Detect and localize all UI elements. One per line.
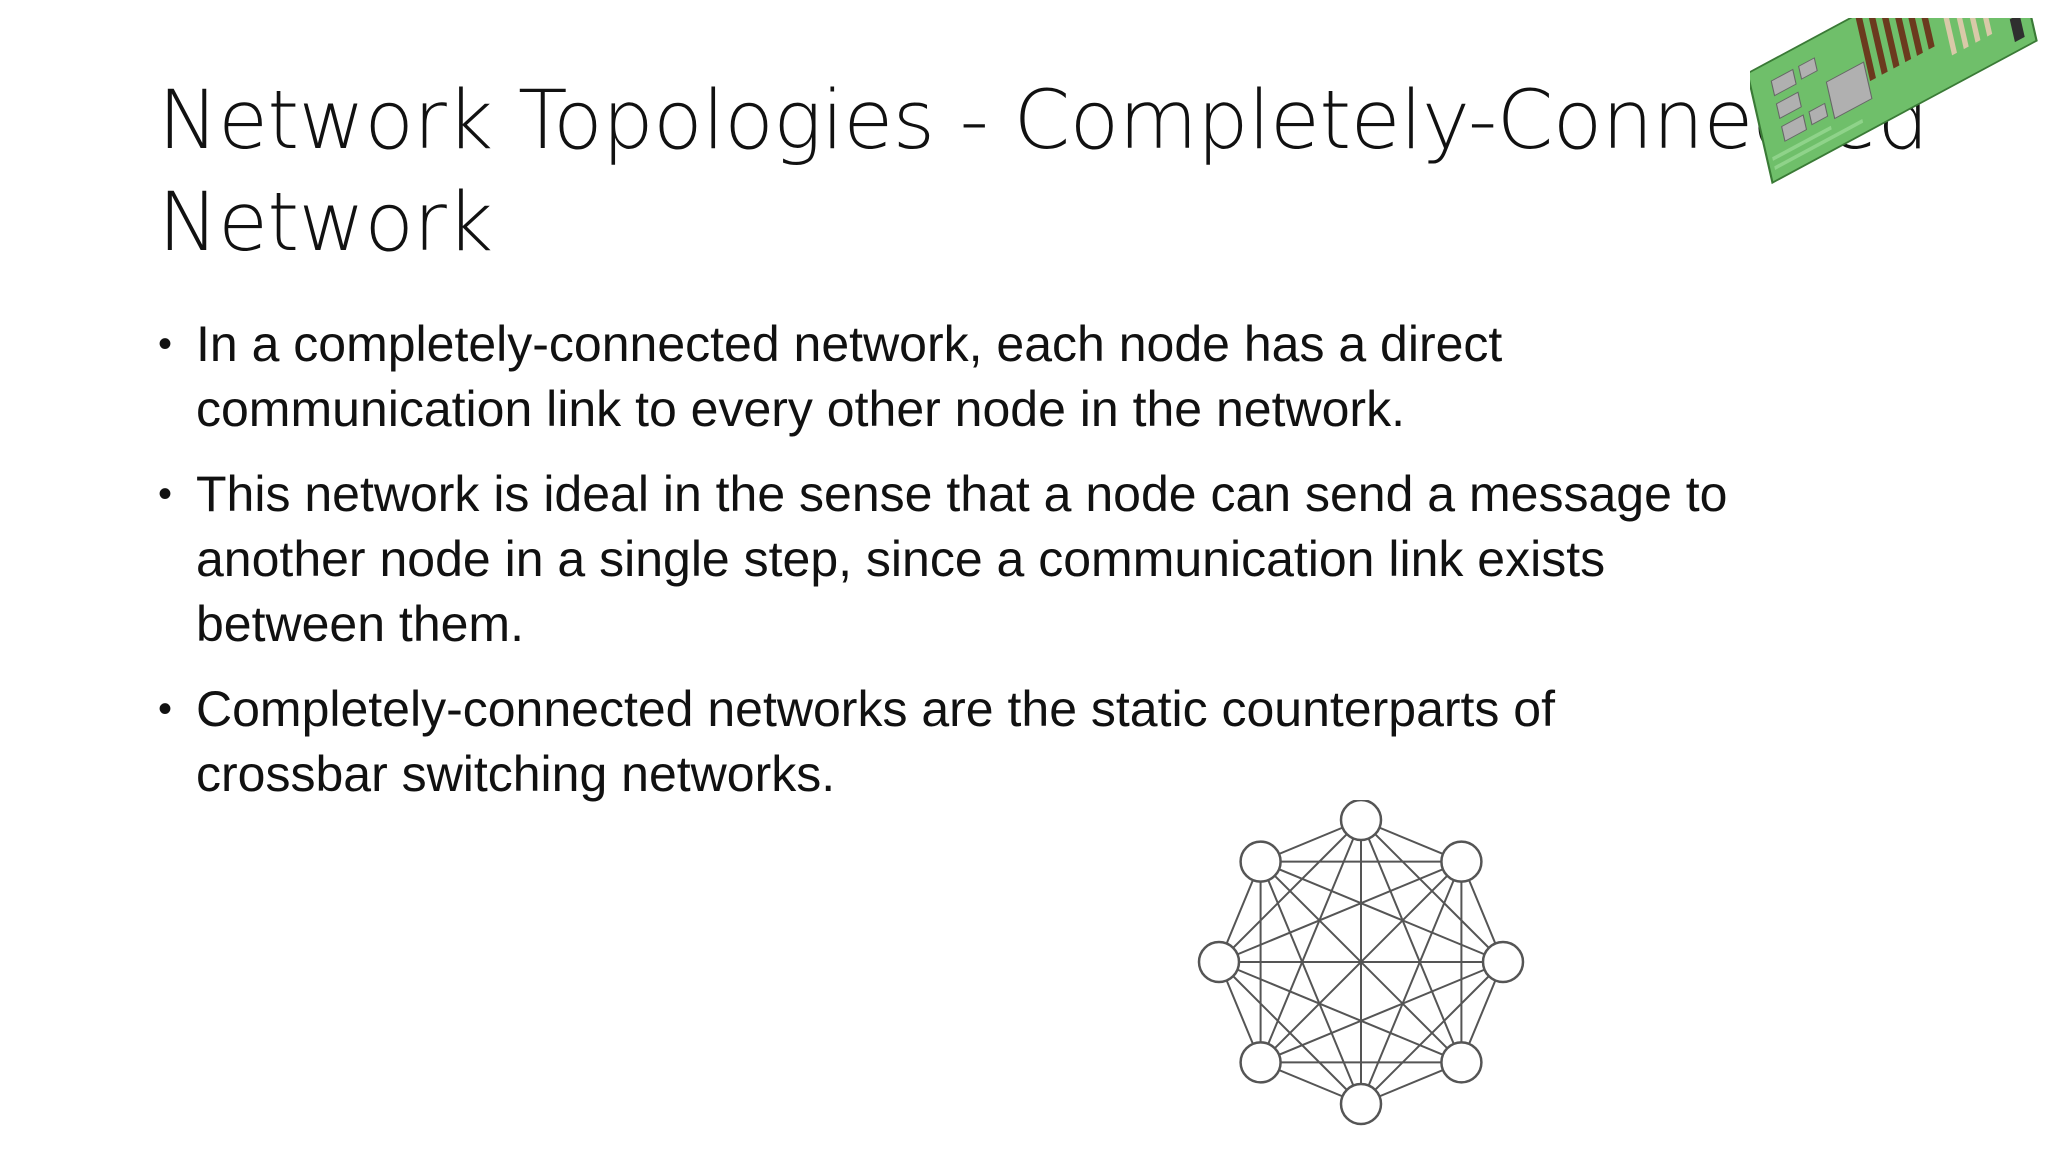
bullet-list: • In a completely-connected network, eac…: [158, 312, 1898, 827]
slide-title: Network Topologies - Completely-Connecte…: [158, 70, 1929, 274]
graph-edge: [1218, 961, 1362, 1105]
graph-node: [1440, 840, 1483, 883]
bullet-line: Completely-connected networks are the st…: [196, 681, 1556, 737]
title-line-1: Network Topologies - Completely-Connecte…: [158, 74, 1929, 168]
bullet-item: • In a completely-connected network, eac…: [158, 312, 1898, 442]
graph-nodes: [1197, 800, 1525, 1126]
bullet-line: another node in a single step, since a c…: [196, 531, 1606, 587]
graph-node: [1197, 940, 1241, 984]
bullet-dot: •: [158, 687, 173, 731]
graph-edge: [1259, 861, 1362, 1105]
graph-edge: [1360, 819, 1463, 1063]
graph-node: [1339, 800, 1383, 842]
title-line-2: Network: [158, 176, 493, 270]
completely-connected-graph: [1197, 800, 1525, 1126]
graph-node: [1239, 1041, 1282, 1084]
graph-node: [1239, 840, 1282, 883]
bullet-line: In a completely-connected network, each …: [196, 316, 1503, 372]
graph-edge: [1218, 860, 1462, 963]
bullet-line: communication link to every other node i…: [196, 381, 1405, 437]
graph-node: [1481, 940, 1525, 984]
graph-node: [1339, 1082, 1383, 1126]
bullet-line: between them.: [196, 596, 524, 652]
graph-edge: [1259, 860, 1463, 1064]
bullet-item: • This network is ideal in the sense tha…: [158, 462, 1898, 657]
graph-node: [1440, 1041, 1483, 1084]
graph-edge: [1260, 860, 1504, 963]
graph-edge: [1360, 861, 1463, 1105]
graph-edge: [1260, 961, 1504, 1064]
graph-edge: [1259, 819, 1362, 1063]
graph-edge: [1218, 961, 1462, 1064]
bullet-dot: •: [158, 472, 173, 516]
bullet-item: • Completely-connected networks are the …: [158, 677, 1898, 807]
circuit-board-icon: [1750, 18, 2038, 185]
bullet-line: crossbar switching networks.: [196, 746, 836, 802]
bullet-line: This network is ideal in the sense that …: [196, 466, 1728, 522]
bullet-dot: •: [158, 322, 173, 366]
